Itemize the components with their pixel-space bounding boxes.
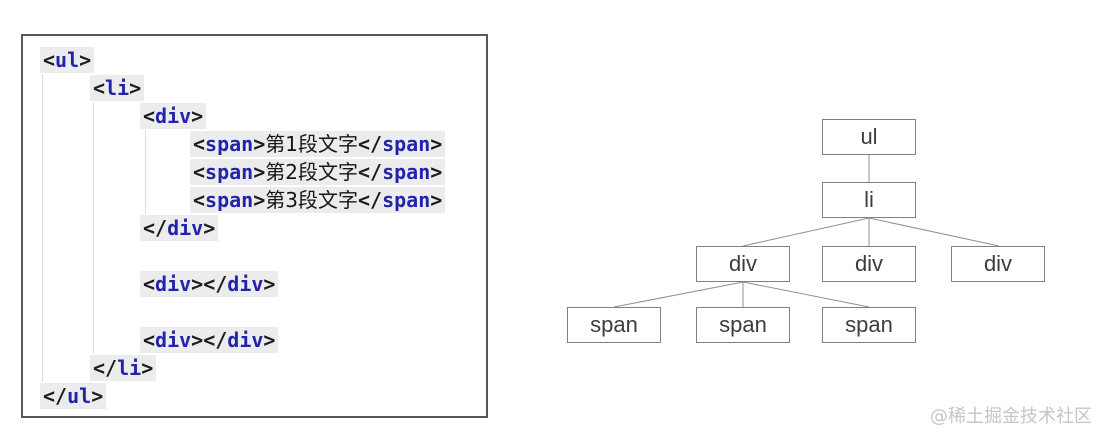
tree-node-li: li: [822, 182, 916, 218]
code-tag-name: div: [227, 272, 264, 296]
code-line-div-open: <div>: [40, 102, 486, 130]
indent-guide-level-2: [93, 102, 94, 354]
code-punct: >: [91, 384, 104, 408]
code-punct: >: [430, 160, 443, 184]
code-punct: >: [430, 188, 443, 212]
code-line-span-2: <span>第2段文字</span>: [40, 158, 486, 186]
code-line-span-3: <span>第3段文字</span>: [40, 186, 486, 214]
code-tag-name: span: [382, 160, 431, 184]
code-text-content: 第3段文字: [265, 188, 358, 212]
code-tag-name: span: [382, 132, 431, 156]
code-tag-name: div: [155, 272, 192, 296]
tree-node-div-3: div: [951, 246, 1045, 282]
code-line-li-open: <li>: [40, 74, 486, 102]
code-line-ul-open: <ul>: [40, 46, 486, 74]
code-line-empty-div-1: <div></div>: [40, 270, 486, 298]
code-line-blank: [40, 242, 486, 270]
code-punct: <: [193, 160, 206, 184]
code-punct: </: [358, 132, 383, 156]
code-punct: >: [253, 132, 266, 156]
code-line-empty-div-2: <div></div>: [40, 326, 486, 354]
code-punct: >: [263, 328, 276, 352]
code-panel: <ul> <li> <div> <span>第1段文字</span> <span…: [21, 34, 488, 418]
tree-node-span-1: span: [567, 307, 661, 343]
code-tag-name: li: [117, 356, 142, 380]
tree-node-span-3: span: [822, 307, 916, 343]
code-line-ul-close: </ul>: [40, 382, 486, 410]
tree-node-div-2: div: [822, 246, 916, 282]
code-punct: </: [358, 188, 383, 212]
code-text-content: 第1段文字: [265, 132, 358, 156]
code-tag-name: li: [105, 76, 130, 100]
code-tag-name: span: [382, 188, 431, 212]
code-punct: <: [143, 104, 156, 128]
code-punct: <: [143, 328, 156, 352]
code-punct: >: [253, 188, 266, 212]
code-line-span-1: <span>第1段文字</span>: [40, 130, 486, 158]
code-punct: </: [143, 216, 168, 240]
tree-node-ul: ul: [822, 119, 916, 155]
juejin-watermark: @稀土掘金技术社区: [930, 406, 1092, 427]
code-text-content: 第2段文字: [265, 160, 358, 184]
code-tag-name: ul: [55, 48, 80, 72]
indent-guide-level-1: [42, 74, 43, 382]
code-punct: >: [191, 104, 204, 128]
indent-guide-level-3: [145, 130, 146, 214]
tree-node-span-2: span: [696, 307, 790, 343]
code-line-div-close: </div>: [40, 214, 486, 242]
code-punct: <: [93, 76, 106, 100]
code-punct: >: [430, 132, 443, 156]
code-punct: ></: [191, 272, 228, 296]
code-tag-name: div: [167, 216, 204, 240]
code-line-blank: [40, 298, 486, 326]
code-tag-name: span: [205, 160, 254, 184]
code-punct: </: [93, 356, 118, 380]
code-tag-name: div: [155, 328, 192, 352]
code-tag-name: span: [205, 188, 254, 212]
code-punct: >: [253, 160, 266, 184]
code-punct: <: [43, 48, 56, 72]
code-tag-name: ul: [67, 384, 92, 408]
code-punct: >: [79, 48, 92, 72]
code-punct: <: [193, 132, 206, 156]
code-tag-name: span: [205, 132, 254, 156]
code-punct: </: [43, 384, 68, 408]
tree-node-div-1: div: [696, 246, 790, 282]
code-punct: >: [141, 356, 154, 380]
code-punct: >: [263, 272, 276, 296]
code-tag-name: div: [155, 104, 192, 128]
code-punct: >: [203, 216, 216, 240]
code-punct: ></: [191, 328, 228, 352]
code-punct: >: [129, 76, 142, 100]
code-punct: <: [143, 272, 156, 296]
code-punct: </: [358, 160, 383, 184]
code-punct: <: [193, 188, 206, 212]
code-line-li-close: </li>: [40, 354, 486, 382]
code-tag-name: div: [227, 328, 264, 352]
